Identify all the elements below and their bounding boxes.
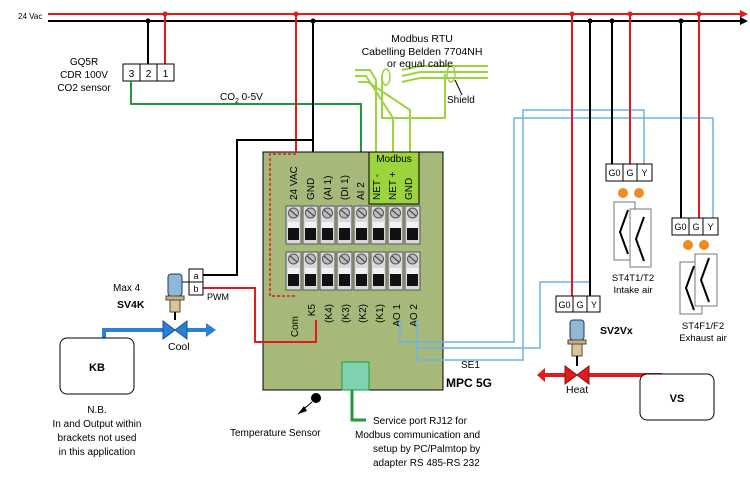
cool-valve-label: SV4K (117, 299, 145, 311)
exhaust-term-g0: G0 (674, 222, 686, 232)
intake-model: ST4T1/T2 (612, 273, 654, 284)
supply-bus: 24 Vac (18, 10, 748, 25)
cool-max-label: Max 4 (113, 283, 141, 294)
pin-ai2: AI 2 (356, 182, 367, 200)
term-a: a (193, 271, 198, 281)
screw-terminal (353, 205, 370, 245)
service-port-line4: adapter RS 485-RS 232 (373, 458, 480, 469)
note-line2: brackets not used (58, 433, 137, 444)
note: N.B. In and Output within brackets not u… (53, 405, 142, 458)
pin-k5: K5 (307, 304, 318, 317)
pin-gnd: GND (306, 178, 317, 200)
pin-24vac: 24 VAC (289, 166, 300, 200)
controller-mpc5g: Modbus NET - NET + GND 24 VAC GND (AI 1)… (262, 14, 492, 391)
controller-tag: SE1 (461, 360, 480, 371)
service-port-line1: Service port RJ12 for (373, 416, 468, 427)
intake-term-g0: G0 (608, 168, 620, 178)
screw-terminal (404, 205, 421, 245)
modbus-pin-gnd: GND (404, 178, 415, 200)
exhaust-label: Exhaust air (679, 333, 727, 344)
heating-section: G0 G Y SV2Vx Heat VS (537, 14, 715, 421)
screw-terminal (370, 251, 387, 291)
screw-terminal (336, 251, 353, 291)
sensor-desc: CO2 sensor (57, 83, 111, 94)
controller-name: MPC 5G (446, 376, 492, 390)
heat-term-y: Y (591, 300, 597, 310)
exhaust-term-y: Y (707, 222, 713, 232)
kb-label: KB (89, 362, 105, 374)
intake-term-y: Y (641, 168, 647, 178)
pin-ai1: (AI 1) (323, 176, 334, 200)
service-port-line2: Modbus communication and (355, 430, 480, 441)
analog-signal-wires (399, 109, 714, 361)
screw-terminal (370, 205, 387, 245)
cool-label: Cool (168, 341, 190, 353)
pin-k4: (K4) (324, 304, 335, 323)
co2-signal-label: CO2 0-5V (220, 92, 263, 105)
term-b: b (193, 284, 198, 294)
modbus-header: Modbus (376, 154, 412, 165)
sensor-terminal-2: 2 (146, 69, 152, 80)
modbus-cable (355, 65, 488, 152)
screw-terminal (387, 251, 404, 291)
screw-terminal (336, 205, 353, 245)
modbus-pin-net-minus: NET - (372, 174, 383, 200)
pin-k1: (K1) (375, 304, 386, 323)
service-port-line3: setup by PC/Palmtop by (373, 444, 480, 455)
intake-term-g: G (626, 168, 633, 178)
exhaust-term-g: G (692, 222, 699, 232)
screw-terminal (285, 205, 302, 245)
sensor-model: GQ5R (70, 57, 98, 68)
heat-label: Heat (566, 384, 588, 396)
pin-ao2: AO 2 (409, 304, 420, 327)
screw-terminal (302, 251, 319, 291)
heat-term-g: G (576, 300, 583, 310)
pin-ao1: AO 1 (392, 304, 403, 327)
note-title: N.B. (87, 405, 106, 416)
terminal-block-top (285, 205, 421, 245)
screw-terminal (353, 251, 370, 291)
modbus-pin-net-plus: NET + (388, 171, 399, 200)
pin-di1: (DI 1) (340, 175, 351, 200)
sensor-name: CDR 100V (60, 70, 108, 81)
heat-valve-label: SV2Vx (600, 325, 633, 337)
screw-terminal (319, 251, 336, 291)
modbus-cable-alt: or equal cable (387, 58, 453, 70)
temp-sensor-label: Temperature Sensor (230, 428, 321, 439)
screw-terminal (404, 251, 421, 291)
screw-terminal (285, 251, 302, 291)
supply-label: 24 Vac (18, 12, 42, 21)
service-port: Service port RJ12 for Modbus communicati… (350, 390, 480, 469)
screw-terminal (387, 205, 404, 245)
exhaust-model: ST4F1/F2 (682, 321, 724, 332)
exhaust-damper: G0 G Y ST4F1/F2 Exhaust air (671, 14, 727, 344)
modbus-cable-spec: Cabelling Belden 7704NH (362, 46, 483, 58)
vs-label: VS (670, 393, 685, 405)
modbus-title: Modbus RTU (391, 33, 453, 45)
intake-damper: G0 G Y ST4T1/T2 Intake air (605, 14, 654, 296)
intake-label: Intake air (613, 285, 652, 296)
sensor-terminal-3: 3 (129, 69, 135, 80)
screw-terminal (319, 205, 336, 245)
cooling-section: a b Max 4 SV4K PWM Cool KB (59, 139, 317, 395)
pwm-label: PWM (207, 292, 229, 302)
shield-label: Shield (447, 95, 475, 106)
pin-k2: (K2) (358, 304, 369, 323)
pin-com: Com (290, 316, 301, 337)
screw-terminal (302, 205, 319, 245)
note-line1: In and Output within (53, 419, 142, 430)
note-line3: in this application (59, 447, 136, 458)
co2-sensor: 3 2 1 GQ5R CDR 100V CO2 sensor CO2 0-5V (57, 14, 362, 152)
sensor-terminal-1: 1 (163, 69, 169, 80)
terminal-block-bottom (285, 251, 421, 291)
heat-term-g0: G0 (558, 300, 570, 310)
temperature-sensor: Temperature Sensor (230, 393, 321, 439)
pin-k3: (K3) (341, 304, 352, 323)
